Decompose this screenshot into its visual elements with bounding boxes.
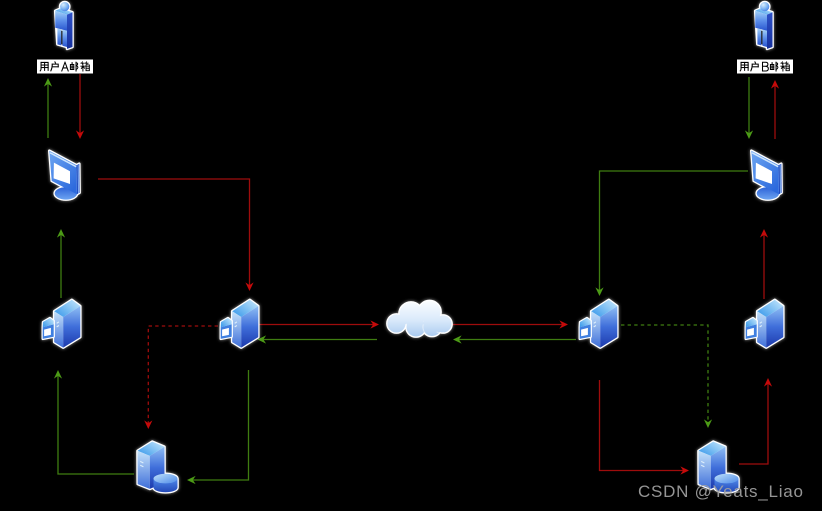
edge-smtpa-to-dba: [187, 370, 250, 485]
smtp-server-a-icon: [219, 298, 260, 349]
internet-cloud-icon: [386, 299, 453, 338]
mailbox-db-a-icon: [136, 440, 179, 494]
edge-clientb-to-smtpb: [595, 170, 748, 296]
pop3-server-b-icon: [744, 298, 785, 349]
labels-layer: [37, 59, 793, 74]
edge-smtpa-to-dba-store: [144, 325, 218, 429]
edge-userb-to-clientb: [744, 77, 754, 139]
nodes-layer: [41, 0, 785, 494]
edge-smtpa-to-cloud: [259, 320, 379, 329]
label-user-b-mailbox: [737, 59, 793, 74]
mail-client-a-icon: [47, 149, 81, 201]
edge-clienta-to-smtpa: [98, 178, 254, 291]
edges-layer: [43, 74, 780, 485]
edge-usera-to-clienta: [75, 74, 85, 139]
csdn-watermark: CSDN @Yeats_Liao: [638, 481, 804, 501]
edge-clienta-to-usera: [43, 78, 53, 138]
edge-dbb-to-pop3b: [739, 378, 773, 465]
edge-cloud-to-smtpb: [452, 320, 568, 329]
smtp-server-b-icon: [578, 298, 619, 349]
edge-pop3b-to-clientb: [759, 229, 769, 299]
mail-client-b-icon: [749, 149, 783, 201]
user-a-icon: [53, 0, 74, 51]
pop3-server-a-icon: [41, 298, 82, 349]
user-b-icon: [753, 0, 774, 51]
edge-dba-to-pop3a: [53, 370, 134, 475]
edge-smtpb-to-cloud: [453, 335, 576, 344]
edge-cloud-to-smtpa: [257, 335, 377, 344]
edge-smtpb-to-dbb: [598, 380, 689, 475]
edge-pop3a-to-clienta: [56, 229, 66, 298]
edge-clientb-to-userb: [770, 80, 780, 139]
label-user-a-mailbox: [37, 59, 93, 74]
edge-smtpb-to-dbb-store: [621, 324, 713, 428]
